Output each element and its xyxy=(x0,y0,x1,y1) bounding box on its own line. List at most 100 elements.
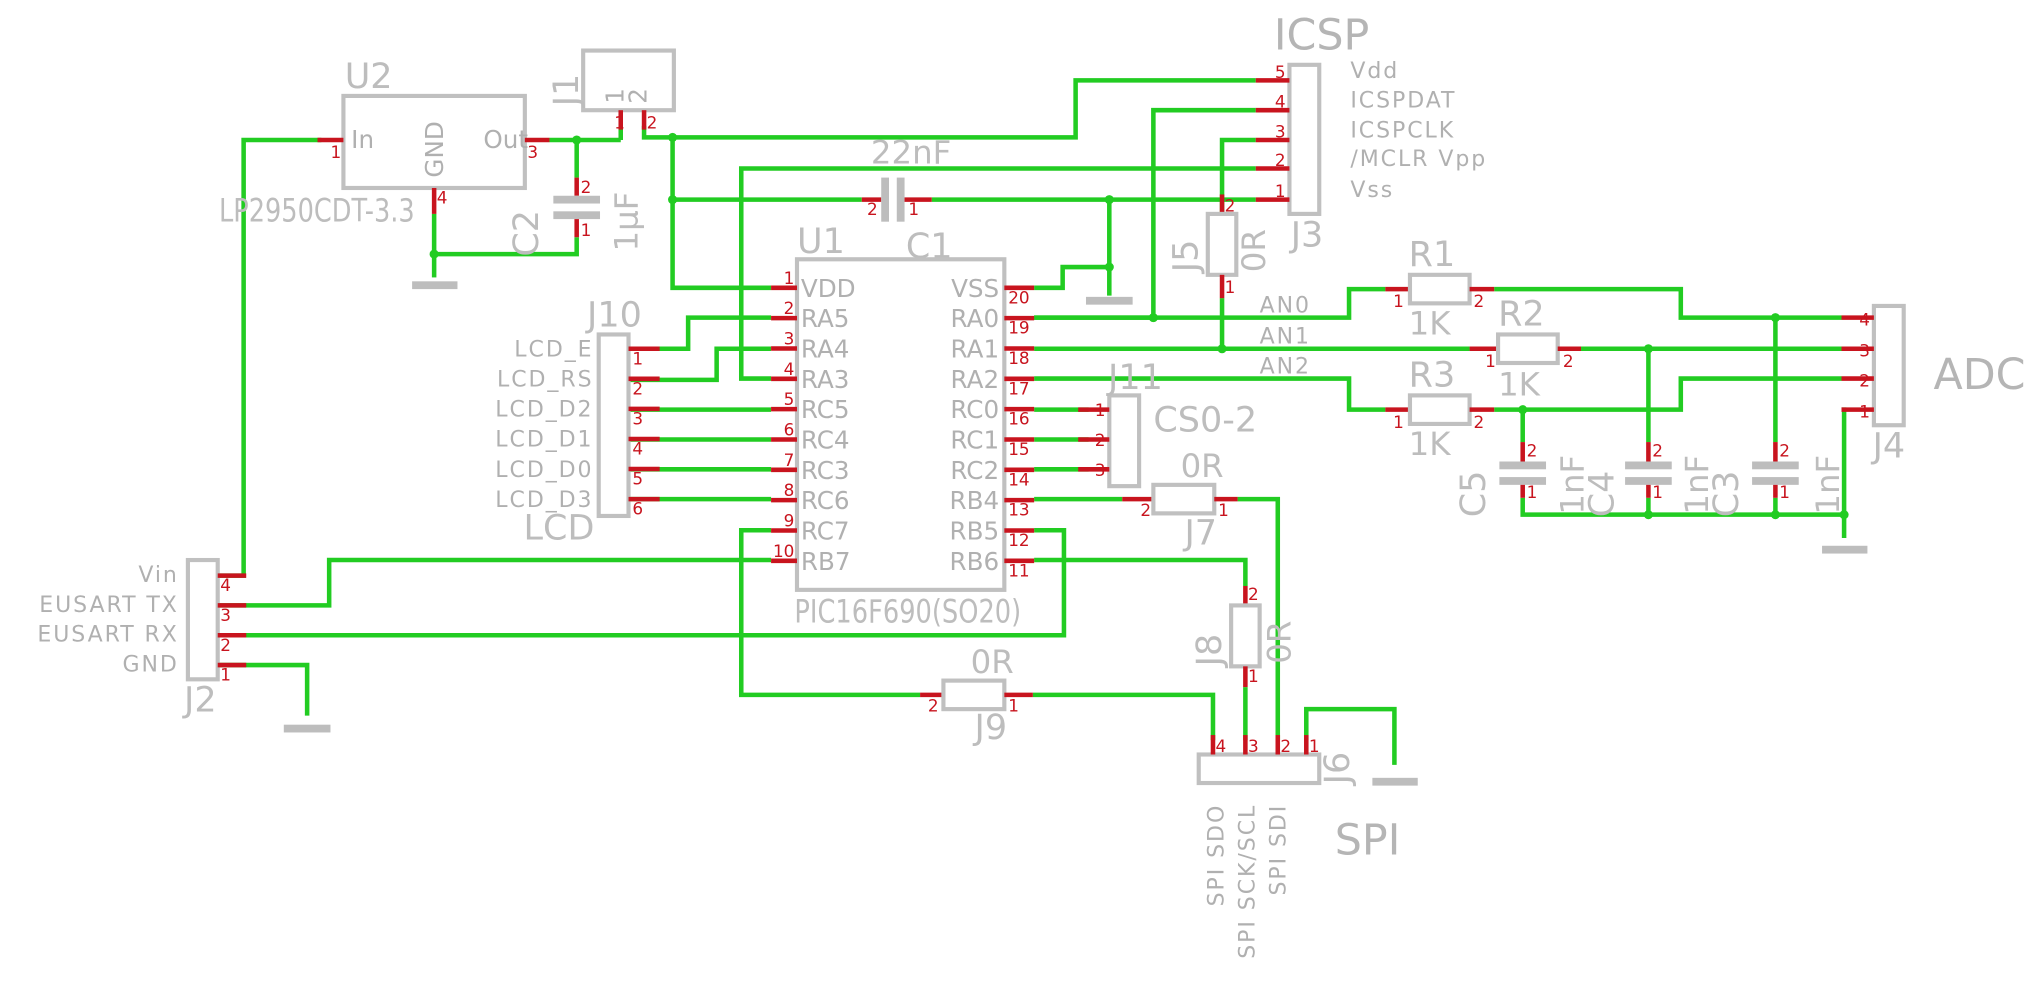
u1-pin-name: RB6 xyxy=(950,547,1000,576)
wires xyxy=(217,78,1849,765)
r1-pin-number: 1 xyxy=(1393,291,1404,311)
u2-value: LP2950CDT-3.3 xyxy=(219,192,415,230)
wire-an0 xyxy=(1034,286,1386,320)
wire-r3-out xyxy=(1494,376,1842,412)
u2-pin-in: In xyxy=(351,125,374,154)
junction-dot xyxy=(1839,510,1849,520)
u1-pin-number: 9 xyxy=(784,511,795,531)
u1-pin-name: RB5 xyxy=(950,517,1000,546)
r1-body xyxy=(1407,272,1472,306)
c4-value: 1nF xyxy=(1678,455,1716,515)
adc-network: AN0 AN1 AN2 R1 1K 1 2 R2 1K 1 2 R3 1K 1 … xyxy=(1260,235,1847,518)
u1-pin-name: RC6 xyxy=(801,486,850,515)
j10-pin-label: LCD_E xyxy=(514,338,593,363)
j1-pin-label: 2 xyxy=(624,88,653,104)
j5-body xyxy=(1205,211,1239,277)
u1-pin-name: RC1 xyxy=(950,426,999,455)
wire-lcd-e xyxy=(628,315,772,351)
c2-capacitor: 2 1 C2 1µF xyxy=(507,177,646,257)
j8-jumper: J8 0R 2 1 xyxy=(1190,584,1299,688)
j7-jumper: 0R J7 2 1 xyxy=(1122,447,1238,553)
c1-pin-number: 1 xyxy=(908,199,919,219)
r1-name: R1 xyxy=(1409,235,1456,275)
wire-icspclk xyxy=(1219,137,1256,214)
c3-value: 1nF xyxy=(1809,455,1847,515)
j9-body xyxy=(941,678,1007,712)
u1-pin-number: 4 xyxy=(784,359,795,379)
j4-name: J4 xyxy=(1871,427,1906,467)
r2-pin-number: 1 xyxy=(1485,351,1496,371)
j6-pin-label: SPI SDI xyxy=(1267,804,1292,896)
r3-pin-number: 1 xyxy=(1393,412,1404,432)
j10-pin-number: 3 xyxy=(632,408,643,428)
j10-pin-label: LCD_D3 xyxy=(495,488,593,513)
c3-pin-number: 2 xyxy=(1779,440,1790,460)
j5-pin-number: 1 xyxy=(1225,277,1236,297)
u1-value: PIC16F690(SO20) xyxy=(794,592,1021,630)
j10-pin-label: LCD_D1 xyxy=(495,428,593,453)
c1-capacitor: 22nF C1 2 1 xyxy=(861,133,953,267)
j10-pin-number: 2 xyxy=(632,378,643,398)
j1-body xyxy=(581,48,676,113)
j6-pin-number: 4 xyxy=(1216,736,1227,756)
j8-pin-number: 1 xyxy=(1248,666,1259,686)
wire-vss-u1 xyxy=(1034,264,1110,291)
r3-value: 1K xyxy=(1409,425,1452,463)
c5-name: C5 xyxy=(1454,471,1494,518)
j1-pin-label: 1 xyxy=(600,88,629,104)
u2-pin-gnd: GND xyxy=(420,121,449,177)
j3-pin-label: ICSPCLK xyxy=(1350,118,1455,143)
u1-pin-number: 11 xyxy=(1008,560,1029,580)
j7-body xyxy=(1151,482,1217,516)
j9-pin-number: 1 xyxy=(1008,696,1019,716)
j10-pin-label: LCD_D0 xyxy=(495,458,593,483)
ground-symbol xyxy=(1085,296,1133,305)
j3-body xyxy=(1287,62,1322,216)
j1-jumper: J1 1 2 1 2 xyxy=(547,48,676,132)
j6-pin-label: SPI SDO xyxy=(1204,804,1229,907)
u2-name: U2 xyxy=(345,57,393,97)
ground-symbol xyxy=(1822,545,1868,554)
j11-pin-number: 3 xyxy=(1095,460,1106,480)
u1-pin-name: RA0 xyxy=(951,304,1000,333)
junction-dot xyxy=(1518,405,1528,415)
j9-name: J9 xyxy=(973,708,1008,748)
u1-pin-number: 18 xyxy=(1008,348,1029,368)
j8-value: 0R xyxy=(1261,621,1299,664)
u1-pin-number: 15 xyxy=(1008,439,1029,459)
wire-caps-gnd xyxy=(1520,497,1845,517)
j6-pin-number: 3 xyxy=(1248,736,1259,756)
r2-pin-number: 2 xyxy=(1563,351,1574,371)
ground-symbol xyxy=(283,724,331,733)
j3-pin-number: 5 xyxy=(1275,62,1286,82)
j8-name: J8 xyxy=(1190,634,1230,669)
j10-body xyxy=(596,332,631,519)
j10-name: J10 xyxy=(585,296,642,336)
j10-pin-number: 4 xyxy=(632,439,643,459)
u1-pin-number: 17 xyxy=(1008,378,1029,398)
c2-name: C2 xyxy=(507,210,547,257)
j6-pin-number: 1 xyxy=(1309,736,1320,756)
net-label-an0: AN0 xyxy=(1260,293,1311,318)
j11-body xyxy=(1107,393,1142,489)
c5-pin-number: 1 xyxy=(1527,482,1538,502)
junction-dot xyxy=(1643,344,1653,354)
j6-pin-label: SPI SCK/SCL xyxy=(1235,804,1260,959)
u1-pin-name: RB7 xyxy=(801,547,851,576)
u2-pin-out: Out xyxy=(483,125,528,154)
j6-body xyxy=(1196,752,1322,786)
j11-pins: 123 xyxy=(1078,400,1110,480)
u1-pin-number: 3 xyxy=(784,329,795,349)
j3-pin-label: Vss xyxy=(1350,178,1394,203)
j7-value: 0R xyxy=(1181,447,1224,485)
j4-pin-number: 1 xyxy=(1859,401,1870,421)
wire-eusart-tx xyxy=(217,557,772,608)
u1-pin-name: RA2 xyxy=(951,365,1000,394)
j1-name: J1 xyxy=(547,74,587,109)
wire-rc7-j9 xyxy=(738,527,921,698)
j8-pin-number: 2 xyxy=(1248,584,1259,604)
